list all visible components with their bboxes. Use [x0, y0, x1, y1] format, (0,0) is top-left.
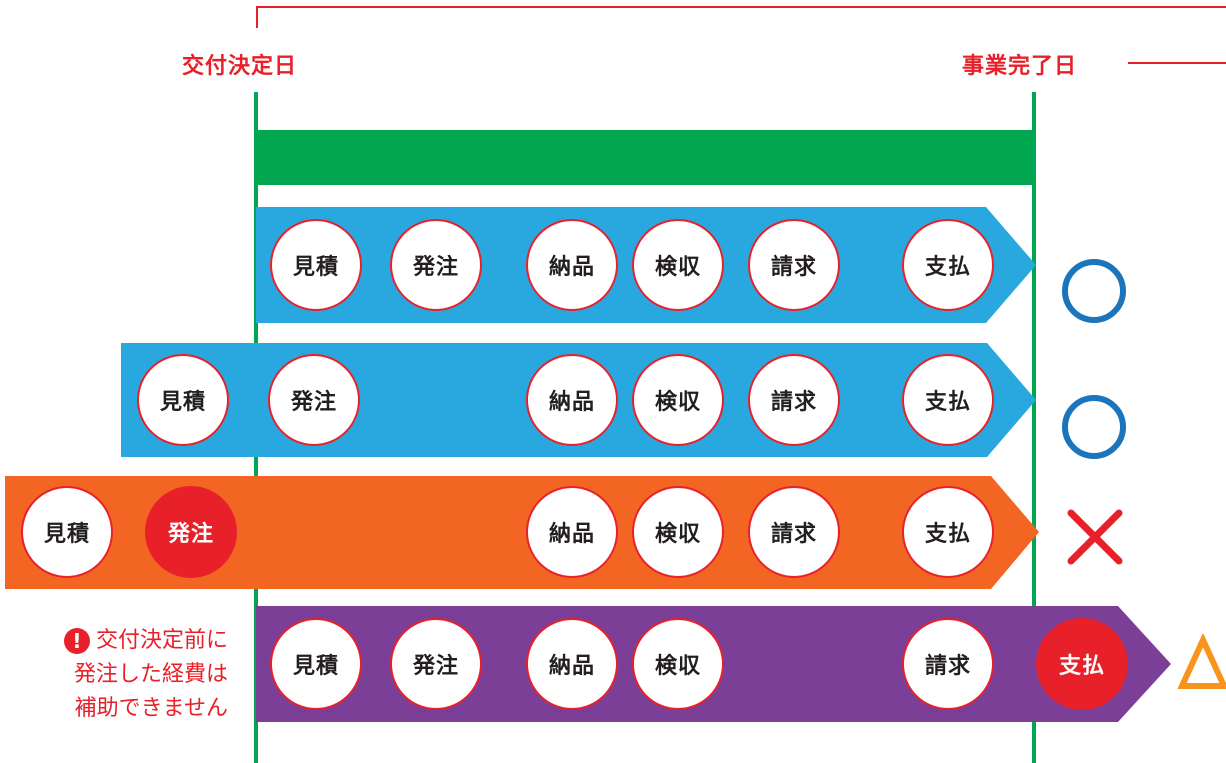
circle-icon [1062, 395, 1126, 459]
end-date-line [1032, 92, 1036, 763]
step-nohin: 納品 [526, 486, 618, 578]
step-kenshu: 検収 [632, 486, 724, 578]
step-hacchu: 発注 [390, 219, 482, 311]
step-shiharai: 支払 [902, 354, 994, 446]
step-hacchu: 発注 [268, 354, 360, 446]
step-shiharai-highlighted: 支払 [1036, 618, 1128, 710]
step-seikyu: 請求 [748, 354, 840, 446]
step-nohin: 納品 [526, 354, 618, 446]
step-kenshu: 検収 [632, 618, 724, 710]
step-seikyu: 請求 [902, 618, 994, 710]
step-hacchu: 発注 [390, 618, 482, 710]
start-date-label: 交付決定日 [182, 54, 298, 79]
step-mitsumori: 見積 [270, 618, 362, 710]
end-date-label: 事業完了日 [962, 54, 1078, 79]
cross-icon [1067, 509, 1123, 565]
step-nohin: 納品 [526, 618, 618, 710]
bracket-right-line [1128, 62, 1226, 64]
exclamation-icon: ! [63, 628, 90, 654]
note-line-2: 発注した経費は [73, 662, 228, 687]
step-mitsumori: 見積 [21, 486, 113, 578]
step-seikyu: 請求 [748, 219, 840, 311]
circle-icon [1062, 259, 1126, 323]
triangle-icon [1177, 634, 1226, 689]
note-line-1: 交付決定前に [95, 628, 228, 653]
bracket-left-tick [256, 6, 258, 28]
step-mitsumori: 見積 [137, 354, 229, 446]
step-hacchu-highlighted: 発注 [145, 486, 237, 578]
step-shiharai: 支払 [902, 486, 994, 578]
bracket-top-line [256, 6, 1226, 8]
step-kenshu: 検収 [632, 219, 724, 311]
grant-period-bar [256, 130, 1034, 185]
step-shiharai: 支払 [902, 219, 994, 311]
step-mitsumori: 見積 [270, 219, 362, 311]
note-line-3: 補助できません [74, 696, 228, 721]
warning-note: !交付決定前に 発注した経費は 補助できません [8, 624, 228, 726]
step-nohin: 納品 [526, 219, 618, 311]
step-kenshu: 検収 [632, 354, 724, 446]
step-seikyu: 請求 [748, 486, 840, 578]
